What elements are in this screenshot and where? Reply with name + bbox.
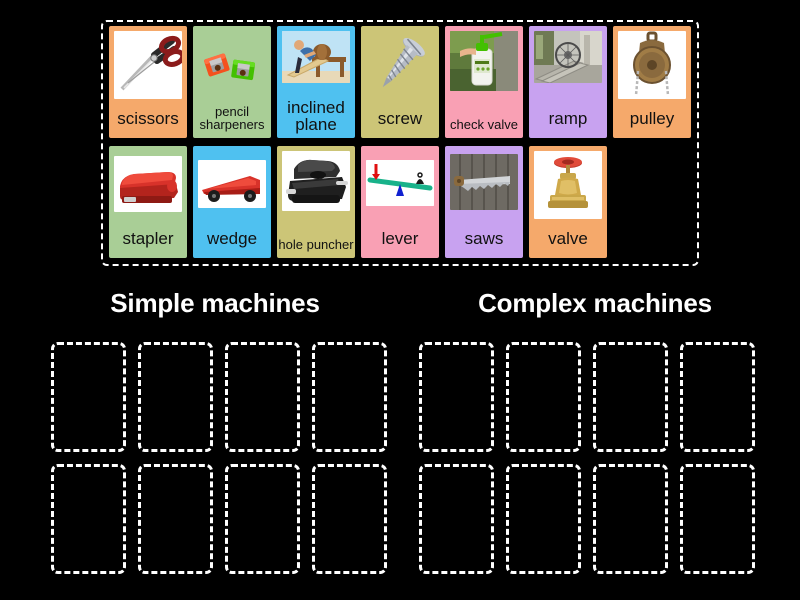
dropzone-simple-5[interactable]	[51, 464, 126, 574]
inclined-plane-icon	[282, 31, 350, 83]
saws-icon	[450, 154, 518, 210]
wedge-icon	[202, 176, 260, 202]
dropzone-group-simple-machines	[51, 342, 399, 586]
tile-pulley[interactable]: pulley	[613, 26, 691, 138]
category-title-simple-machines: Simple machines	[110, 288, 320, 318]
dropzone-complex-7[interactable]	[593, 464, 668, 574]
inclined-plane-image	[282, 31, 350, 83]
tile-saws[interactable]: saws	[445, 146, 523, 258]
tile-label: saws	[464, 228, 504, 248]
lever-image	[366, 160, 434, 206]
tile-label: lever	[381, 228, 419, 248]
tile-inclined-plane[interactable]: inclined plane	[277, 26, 355, 138]
tile-hole-puncher[interactable]: hole puncher	[277, 146, 355, 258]
dropzone-simple-3[interactable]	[225, 342, 300, 452]
tile-stapler[interactable]: stapler	[109, 146, 187, 258]
category-title-complex-machines: Complex machines	[478, 288, 712, 318]
scissors-image	[114, 31, 182, 99]
tile-label: scissors	[117, 108, 179, 128]
dropzone-simple-4[interactable]	[312, 342, 387, 452]
dropzone-complex-8[interactable]	[680, 464, 755, 574]
saws-image	[450, 154, 518, 210]
hole-puncher-image	[282, 151, 350, 211]
tile-pencil-sharpeners[interactable]: pencil sharpeners	[193, 26, 271, 138]
tile-wedge[interactable]: wedge	[193, 146, 271, 258]
tile-label: ramp	[548, 108, 588, 128]
tile-ramp[interactable]: ramp	[529, 26, 607, 138]
ramp-image	[534, 31, 602, 83]
pencil-sharpeners-image	[198, 31, 266, 99]
dropzone-complex-3[interactable]	[593, 342, 668, 452]
lever-icon	[366, 160, 434, 206]
word-tile-bank: scissors	[101, 20, 699, 266]
check-valve-image	[450, 31, 518, 91]
scissors-icon	[120, 35, 182, 91]
tile-lever[interactable]: lever	[361, 146, 439, 258]
dropzone-complex-2[interactable]	[506, 342, 581, 452]
tile-label: pulley	[629, 108, 675, 128]
dropzone-complex-5[interactable]	[419, 464, 494, 574]
valve-image	[534, 151, 602, 219]
tile-label: inclined plane	[287, 98, 345, 134]
tile-valve[interactable]: valve	[529, 146, 607, 258]
dropzone-complex-6[interactable]	[506, 464, 581, 574]
tile-label: pencil sharpeners	[199, 103, 265, 132]
ramp-icon	[534, 31, 602, 83]
dropzone-simple-6[interactable]	[138, 464, 213, 574]
tile-label: hole puncher	[278, 236, 354, 252]
dropzone-group-complex-machines	[419, 342, 767, 586]
tile-check-valve[interactable]: check valve	[445, 26, 523, 138]
dropzone-simple-8[interactable]	[312, 464, 387, 574]
tile-label: screw	[377, 108, 423, 128]
screw-icon	[382, 37, 425, 88]
tile-row: scissors	[106, 26, 694, 138]
tile-label: valve	[548, 228, 588, 248]
dropzone-complex-1[interactable]	[419, 342, 494, 452]
dropzone-row	[419, 342, 767, 452]
dropzone-simple-7[interactable]	[225, 464, 300, 574]
tile-label: check valve	[450, 116, 518, 132]
pulley-image	[618, 31, 686, 99]
check-valve-icon	[450, 31, 518, 91]
screw-image	[366, 31, 434, 99]
dropzone-row	[419, 464, 767, 574]
hole-puncher-icon	[286, 159, 348, 203]
pencil-sharpeners-icon	[204, 53, 256, 81]
stapler-image	[114, 156, 182, 212]
pulley-icon	[633, 31, 671, 96]
tile-screw[interactable]: screw	[361, 26, 439, 138]
dropzone-row	[51, 464, 399, 574]
valve-icon	[548, 157, 588, 208]
tile-label: stapler	[122, 228, 174, 248]
dropzone-complex-4[interactable]	[680, 342, 755, 452]
tile-label: wedge	[206, 228, 258, 248]
dropzone-row	[51, 342, 399, 452]
tile-row: stapler wedge	[106, 146, 694, 258]
dropzone-simple-2[interactable]	[138, 342, 213, 452]
tile-scissors[interactable]: scissors	[109, 26, 187, 138]
dropzone-simple-1[interactable]	[51, 342, 126, 452]
stapler-icon	[120, 172, 178, 203]
wedge-image	[198, 160, 266, 208]
